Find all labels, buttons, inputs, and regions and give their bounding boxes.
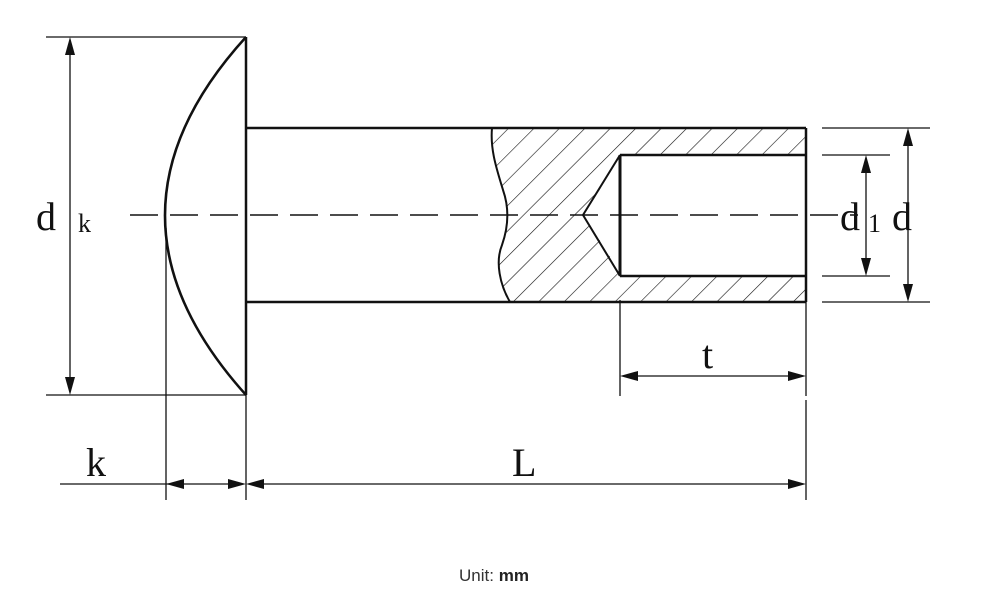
- label-t: t: [702, 332, 713, 377]
- unit-prefix: Unit:: [459, 566, 499, 585]
- unit-value: mm: [498, 566, 529, 585]
- label-d1-sub: 1: [868, 209, 881, 238]
- label-d: d: [892, 194, 912, 239]
- dimension-t: [619, 300, 807, 396]
- label-d1-main: d: [840, 194, 860, 239]
- unit-caption: Unit: mm: [0, 566, 988, 586]
- label-dk-main: d: [36, 194, 56, 239]
- dimension-dk: [46, 36, 246, 396]
- label-dk-sub: k: [78, 209, 91, 238]
- rivet-head: [163, 36, 248, 396]
- dimension-d1: [822, 154, 890, 277]
- dimension-k: [60, 228, 247, 500]
- label-L: L: [512, 440, 536, 485]
- label-k: k: [86, 440, 106, 485]
- dimension-L: [246, 400, 807, 500]
- dimension-d: [822, 127, 930, 303]
